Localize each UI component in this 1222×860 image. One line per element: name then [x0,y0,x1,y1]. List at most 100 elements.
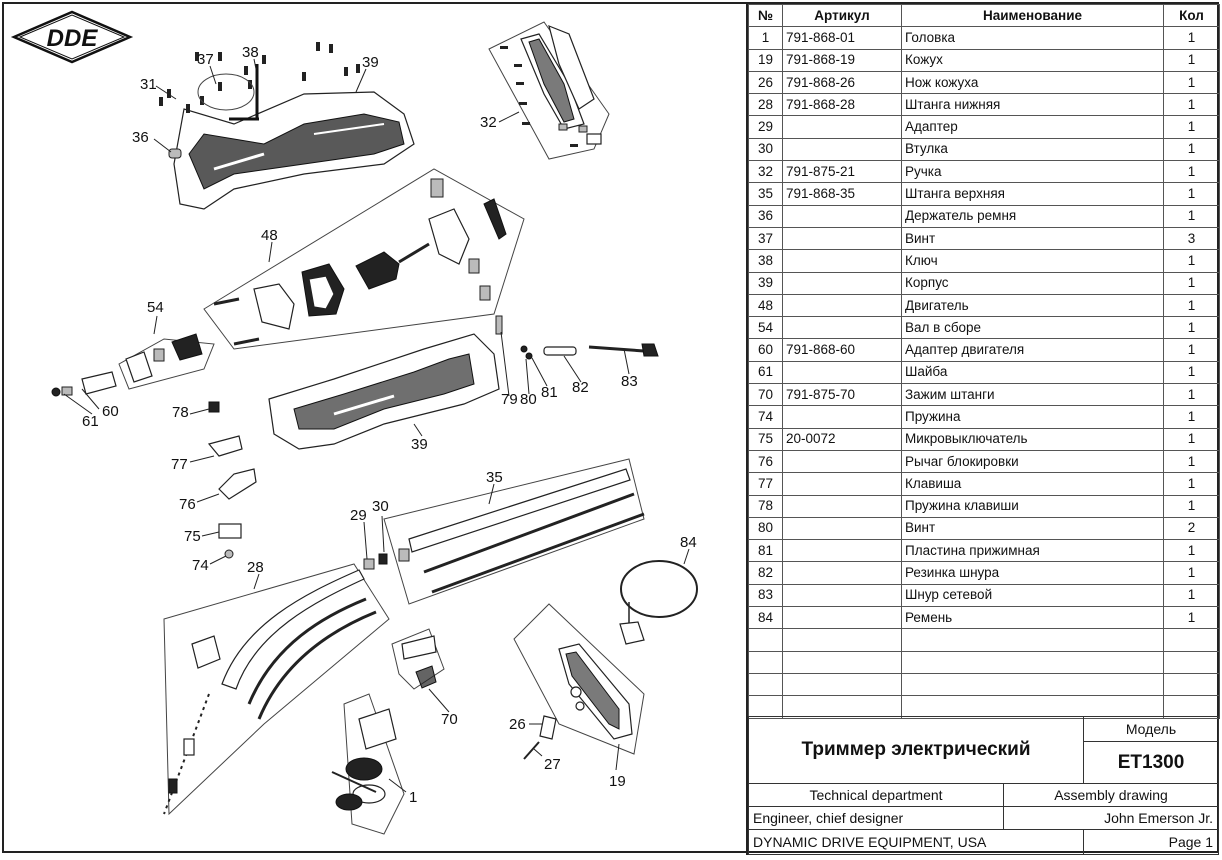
cell-article [782,672,902,697]
cell-name: Пластина прижимная [901,539,1164,563]
company: DYNAMIC DRIVE EQUIPMENT, USA [748,829,1084,855]
callout-54: 54 [147,299,164,316]
cell-num: 54 [748,316,783,340]
callout-36: 36 [132,129,149,146]
cell-name: Держатель ремня [901,204,1164,228]
cell-article [782,606,902,630]
shaft-part [125,333,203,383]
cord-part [520,343,659,360]
cell-num [748,695,783,719]
callout-79: 79 [501,391,518,408]
cell-qty: 1 [1163,606,1220,630]
cell-article [782,539,902,563]
cell-article: 791-875-70 [782,383,902,407]
cell-name: Микровыключатель [901,427,1164,451]
cell-name: Клавиша [901,472,1164,496]
cell-qty: 1 [1163,383,1220,407]
cell-qty: 1 [1163,449,1220,474]
shaft-group [118,338,215,390]
cell-article [782,628,902,652]
cell-name: Ручка [901,160,1164,184]
cell-name [901,672,1164,697]
key-part [229,64,259,121]
cell-qty: 1 [1163,160,1220,184]
cell-name: Шнур сетевой [901,583,1164,608]
col-qty-header: Кол [1163,3,1220,28]
guard-part [558,643,633,740]
motor-part [213,178,507,346]
cell-qty: 1 [1163,561,1220,585]
callout-27: 27 [544,756,561,773]
cell-name: Пружина [901,405,1164,429]
cell-article [782,449,902,474]
cell-num: 30 [748,137,783,162]
cell-name [901,650,1164,674]
cell-article [782,472,902,496]
title-block: Триммер электрический Модель ET1300 Tech… [748,716,1219,855]
callout-39-bottom: 39 [411,436,428,453]
cell-num: 26 [748,70,783,95]
cell-qty: 1 [1163,539,1220,563]
trimmer-head-part [331,708,397,811]
spring-part [495,315,503,335]
cell-num: 81 [748,539,783,563]
cell-article: 791-868-35 [782,182,902,206]
cell-num: 82 [748,561,783,585]
callout-61: 61 [82,413,99,430]
cell-qty: 1 [1163,249,1220,273]
upper-shaft-part [363,468,645,594]
cell-name: Втулка [901,137,1164,162]
upper-shaft-group [383,458,645,605]
drawing-type: Assembly drawing [1003,783,1219,807]
cell-name: Резинка шнура [901,561,1164,585]
cell-num [748,628,783,652]
blade-part [523,715,557,760]
cell-article: 791-868-28 [782,93,902,117]
cell-name: Адаптер двигателя [901,338,1164,362]
page-number: Page 1 [1083,829,1219,855]
callout-26: 26 [509,716,526,733]
handle-screws [500,46,578,147]
handle-group [488,21,610,160]
trigger-parts [207,401,257,559]
housing-top [173,91,415,210]
cell-article [782,516,902,541]
cell-name: Шайба [901,360,1164,385]
cell-name: Нож кожуха [901,70,1164,95]
engineer-name: John Emerson Jr. [1003,806,1219,830]
adapter-part [51,371,117,397]
cell-num: 19 [748,48,783,72]
callout-30: 30 [372,498,389,515]
cell-article [782,137,902,162]
cell-name: Штанга верхняя [901,182,1164,206]
cell-article [782,561,902,585]
cell-qty: 1 [1163,338,1220,362]
cell-qty: 1 [1163,316,1220,340]
cell-qty [1163,628,1220,652]
belt-part [619,560,698,645]
cell-qty: 1 [1163,204,1220,228]
cell-num: 70 [748,383,783,407]
callout-81: 81 [541,384,558,401]
cell-article [782,583,902,608]
cell-qty: 1 [1163,360,1220,385]
cell-num [748,650,783,674]
cell-num: 60 [748,338,783,362]
cell-num: 37 [748,226,783,251]
